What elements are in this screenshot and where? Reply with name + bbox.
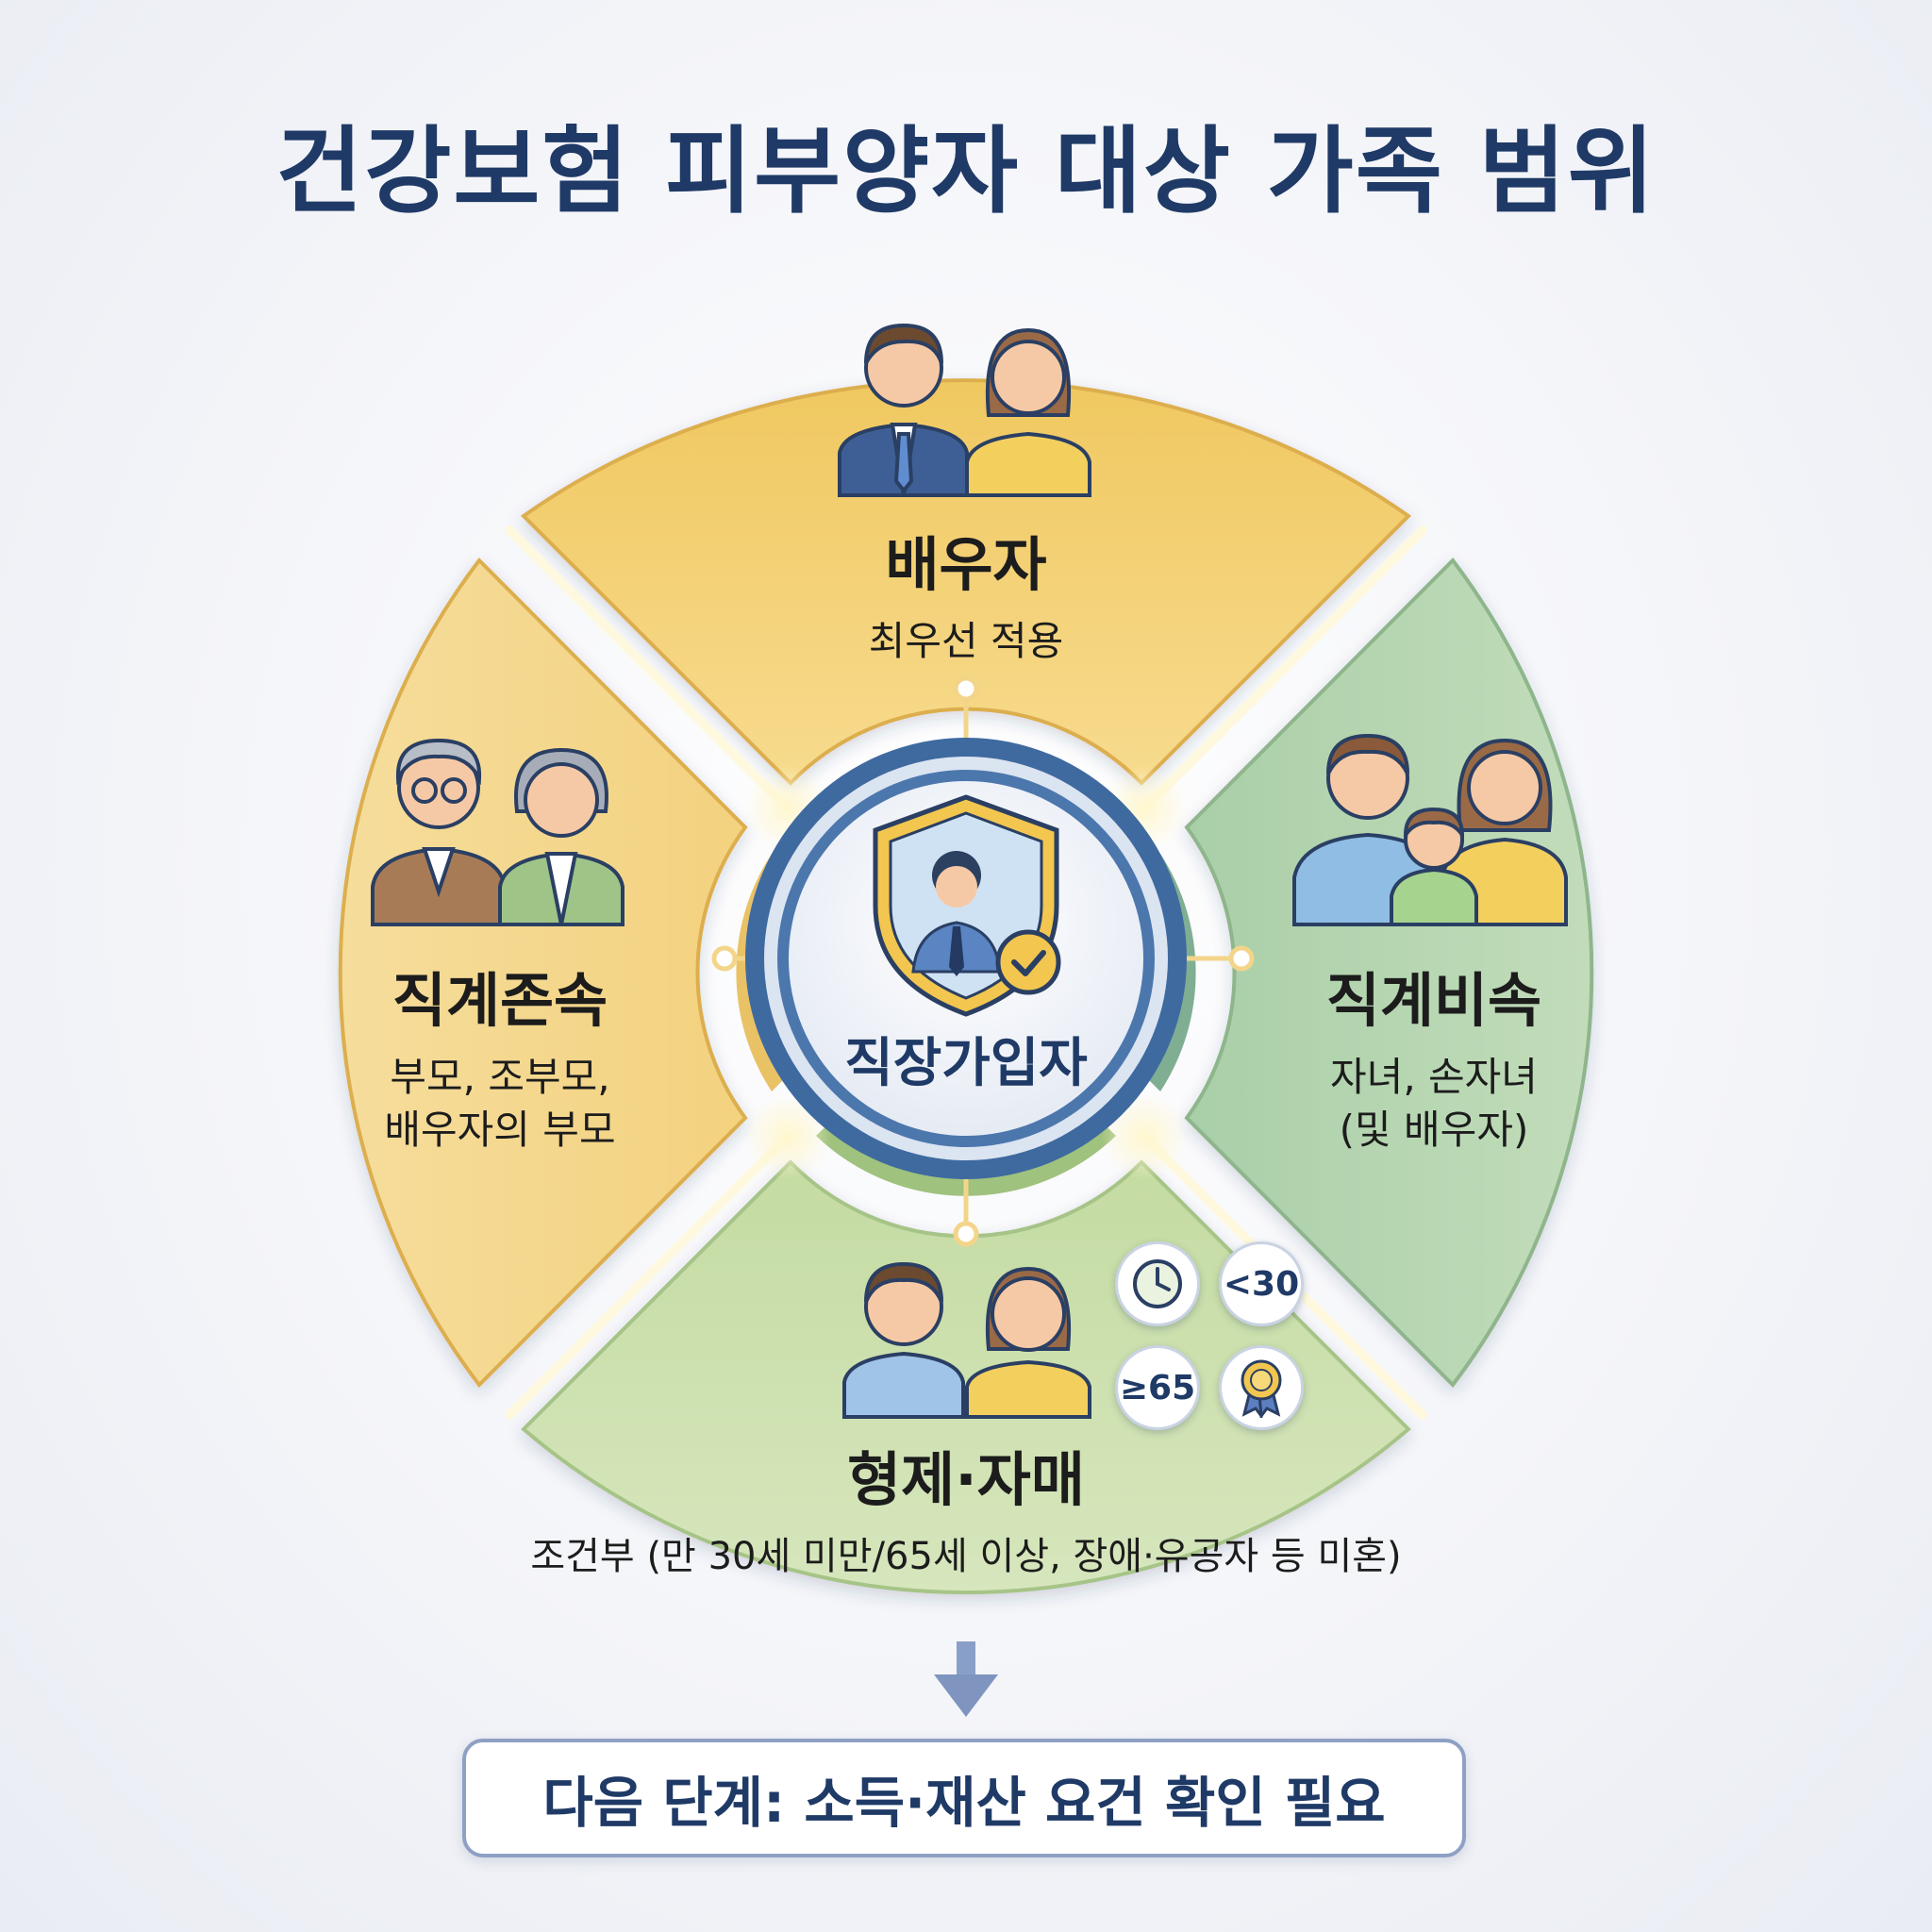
segment-right-desc: 자녀, 손자녀 (및 배우자) [1255,1051,1613,1157]
down-arrow-icon [934,1641,998,1717]
elderly-couple-icon [371,738,625,926]
under-30-badge: <30 [1219,1241,1304,1326]
segment-top-text: 배우자 최우선 적용 [777,517,1155,668]
segment-top [520,378,1412,786]
segment-bottom-desc: 조건부 (만 30세 미만/65세 이상, 장애·유공자 등 미혼) [530,1535,1402,1578]
page-title: 건강보험 피부양자 대상 가족 범위 [275,116,1657,226]
siblings-icon [842,1261,1091,1419]
shield-person-check-icon [873,794,1061,1017]
segment-right-title: 직계비속 [1325,966,1542,1035]
center-label: 직장가입자 [844,1033,1088,1094]
couple-icon [838,323,1091,497]
segment-left-desc: 부모, 조부모, 배우자의 부모 [321,1051,679,1157]
family-with-child-icon [1292,733,1568,926]
segment-bottom-text: 형제·자매 조건부 (만 30세 미만/65세 이상, 장애·유공자 등 미혼) [400,1432,1532,1583]
clock-badge [1115,1241,1200,1326]
segment-bottom-title: 형제·자매 [847,1445,1085,1514]
segment-left-desc-line2: 배우자의 부모 [384,1107,616,1153]
segment-left-title: 직계존속 [391,966,608,1035]
segment-right-desc-line1: 자녀, 손자녀 [1330,1054,1538,1100]
over-65-badge: ≥65 [1115,1345,1200,1430]
clock-icon [1133,1259,1182,1308]
segment-top-desc: 최우선 적용 [868,618,1064,664]
segment-left-desc-line1: 부모, 조부모, [390,1054,610,1100]
segment-left-text: 직계존속 부모, 조부모, 배우자의 부모 [321,953,679,1157]
award-badge [1219,1345,1304,1430]
segment-top-title: 배우자 [885,530,1047,599]
award-ribbon-icon [1241,1359,1282,1418]
segment-right-desc-line2: (및 배우자) [1339,1107,1529,1153]
segment-right-text: 직계비속 자녀, 손자녀 (및 배우자) [1255,953,1613,1157]
next-step-box: 다음 단계: 소득·재산 요건 확인 필요 [462,1739,1466,1857]
